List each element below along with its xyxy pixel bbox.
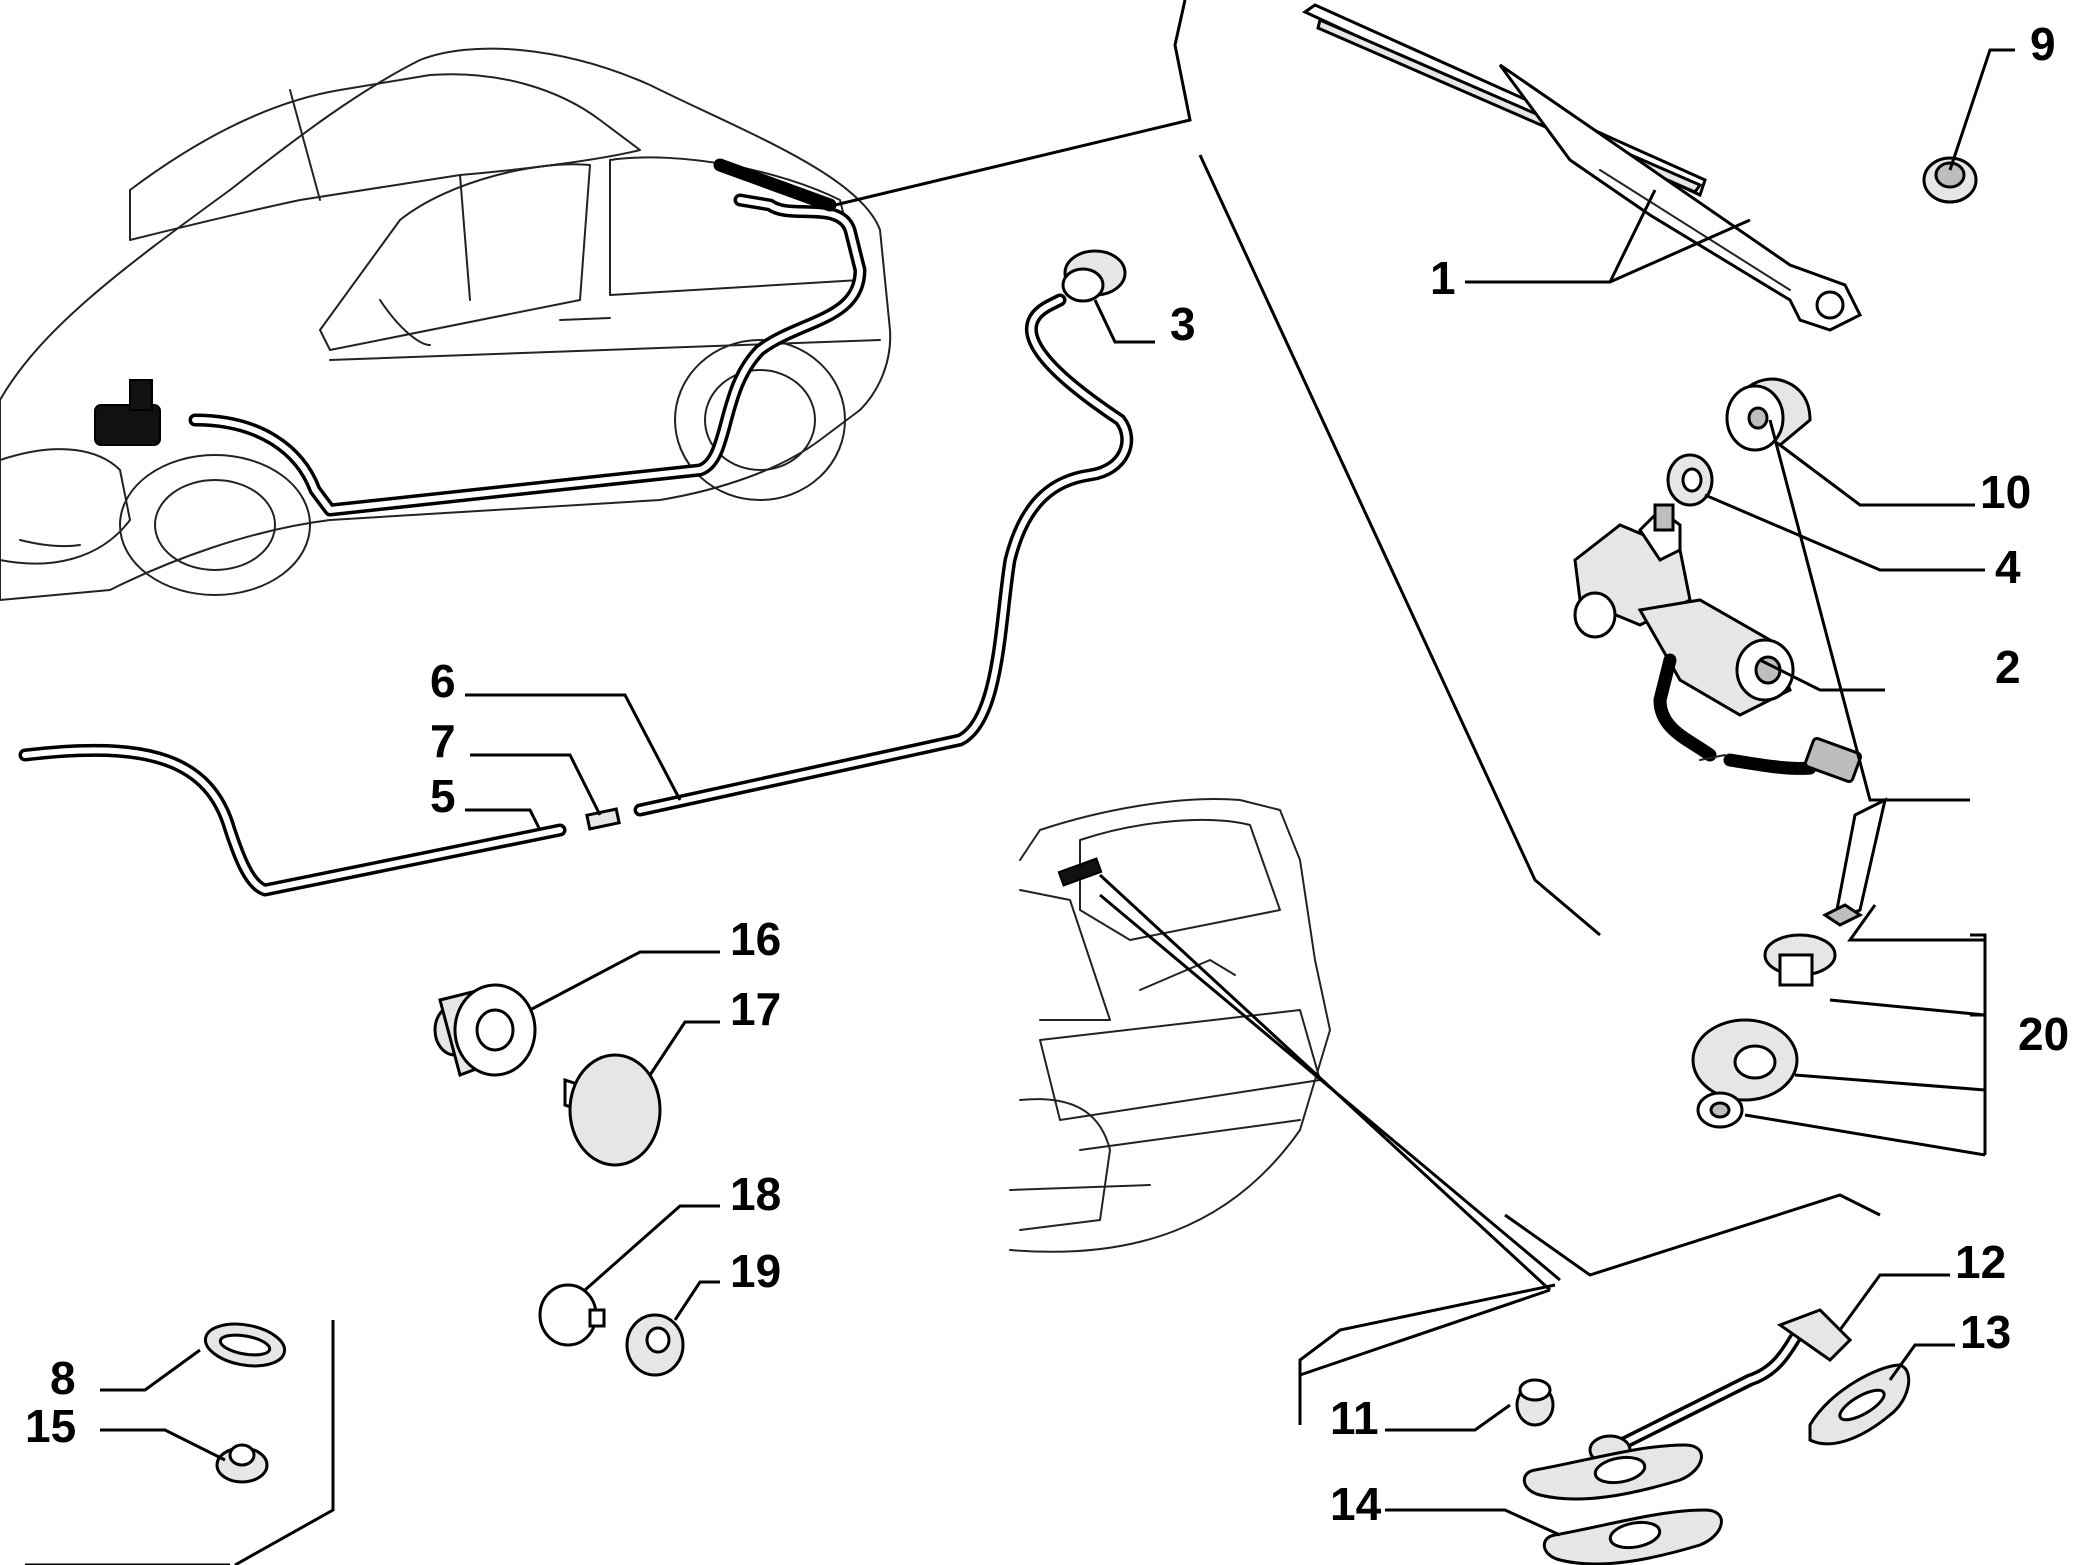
callout-4: 4 [1995, 541, 2021, 593]
callout-13: 13 [1960, 1306, 2011, 1358]
callout-2: 2 [1995, 641, 2021, 693]
callout-3: 3 [1170, 298, 1196, 350]
part-bolt-and-bushing-set [1691, 797, 1888, 1129]
part-nozzle [1061, 249, 1127, 303]
callout-19: 19 [730, 1245, 781, 1297]
part-washer-hoses [18, 249, 1134, 897]
separator-lines [25, 154, 1881, 1565]
callout-numbers: 1 2 3 4 5 6 7 8 9 10 11 12 13 14 15 16 1… [25, 18, 2069, 1530]
part-small-plug [538, 1283, 606, 1347]
car-front-view-illustration [0, 0, 1192, 601]
callout-10: 10 [1980, 466, 2031, 518]
part-gasket-13 [1808, 1363, 1911, 1446]
car-rear-view-illustration [1009, 798, 1561, 1292]
part-grommet-large [433, 983, 537, 1077]
callout-16: 16 [730, 913, 781, 965]
callout-7: 7 [430, 715, 456, 767]
callout-14: 14 [1330, 1478, 1382, 1530]
part-washer-ring [1666, 453, 1714, 507]
part-nut [1922, 156, 1978, 204]
callout-12: 12 [1955, 1236, 2006, 1288]
callout-leader-lines [100, 48, 2015, 1537]
part-cap [1725, 377, 1812, 452]
part-wiper-arm-and-blade [1302, 3, 1863, 332]
washer-reservoir-icon [94, 404, 161, 446]
callout-20: 20 [2018, 1008, 2069, 1060]
part-oval-grommet [203, 1322, 287, 1368]
part-plug-cap [563, 1053, 662, 1167]
part-small-grommet [625, 1313, 685, 1377]
callout-9: 9 [2030, 18, 2056, 70]
callout-8: 8 [50, 1352, 76, 1404]
part-bushing [1515, 1378, 1555, 1427]
rear-nozzle-marker-icon [1057, 857, 1103, 887]
callout-11: 11 [1330, 1392, 1379, 1444]
callout-5: 5 [430, 770, 456, 822]
part-small-grommet-lower [215, 1443, 269, 1484]
callout-18: 18 [730, 1168, 781, 1220]
callout-1: 1 [1430, 252, 1456, 304]
part-wiper-motor [1573, 503, 1862, 784]
part-gasket-upper [1522, 1443, 1703, 1501]
callout-17: 17 [730, 983, 781, 1035]
callout-15: 15 [25, 1400, 76, 1452]
callout-6: 6 [430, 655, 456, 707]
part-gasket-lower [1542, 1508, 1723, 1565]
part-hose-connector [585, 807, 621, 831]
